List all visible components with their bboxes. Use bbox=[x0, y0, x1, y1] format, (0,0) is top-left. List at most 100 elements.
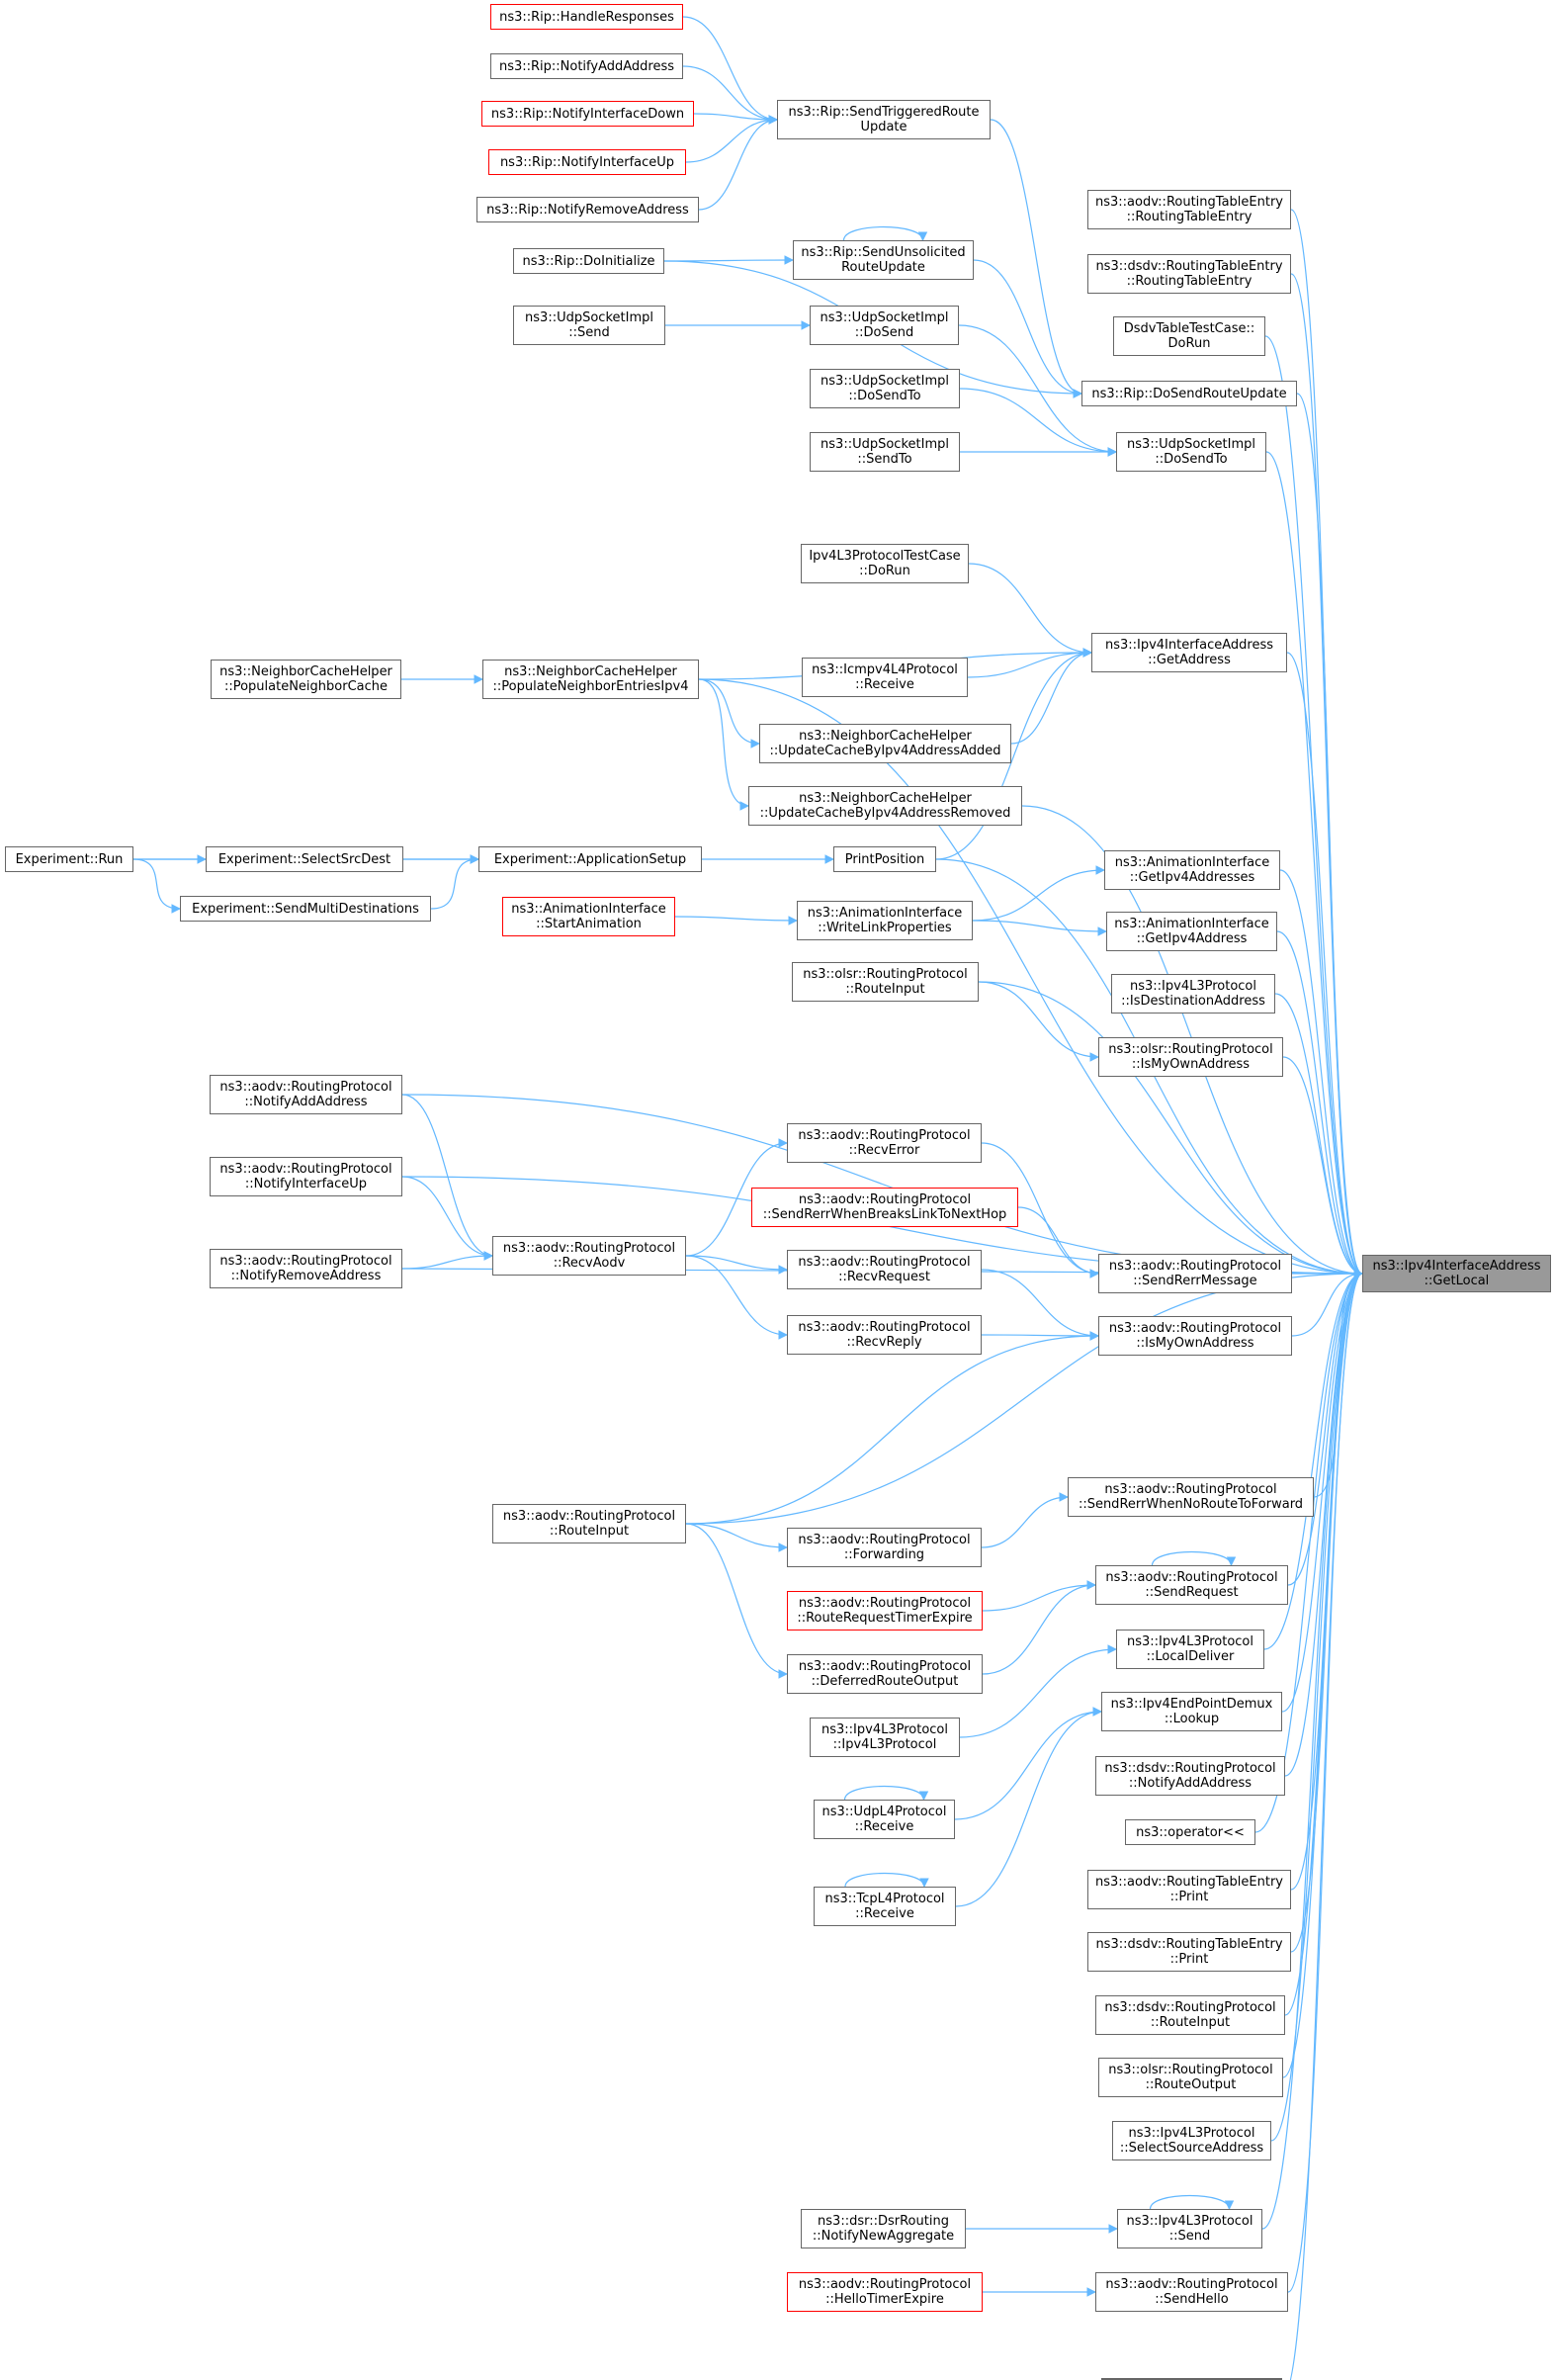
edge-aodvdeferred-to-aodvsendreq bbox=[982, 1580, 1096, 1675]
node-aodvrecvrequest[interactable]: ns3::aodv::RoutingProtocol::RecvRequest bbox=[787, 1250, 982, 1289]
node-oplt[interactable]: ns3::operator<< bbox=[1125, 1819, 1255, 1845]
edge-aodvsendreq-to-target bbox=[1287, 1269, 1363, 1586]
node-notifyifup[interactable]: ns3::Rip::NotifyInterfaceUp bbox=[488, 149, 686, 175]
node-notifyifdown[interactable]: ns3::Rip::NotifyInterfaceDown bbox=[481, 101, 694, 127]
node-notifyaddaddr[interactable]: ns3::Rip::NotifyAddAddress bbox=[490, 53, 683, 79]
node-label-line: ns3::Rip::SendTriggeredRoute bbox=[788, 105, 980, 120]
node-aodvrte[interactable]: ns3::aodv::RoutingTableEntry::RoutingTab… bbox=[1087, 190, 1291, 229]
node-animwrite[interactable]: ns3::AnimationInterface::WriteLinkProper… bbox=[797, 901, 973, 940]
node-ipv4l3ctor[interactable]: ns3::Ipv4L3Protocol::Ipv4L3Protocol bbox=[810, 1718, 960, 1757]
node-udpdosendto1[interactable]: ns3::UdpSocketImpl::DoSendTo bbox=[810, 369, 960, 408]
node-aodvsendhello[interactable]: ns3::aodv::RoutingProtocol::SendHello bbox=[1095, 2272, 1288, 2312]
node-udpdosendto2[interactable]: ns3::UdpSocketImpl::DoSendTo bbox=[1116, 432, 1266, 472]
node-ncadded[interactable]: ns3::NeighborCacheHelper::UpdateCacheByI… bbox=[759, 724, 1011, 763]
node-label-line: ns3::UdpSocketImpl bbox=[525, 310, 653, 325]
edge-dsdvrteprint-to-target bbox=[1290, 1269, 1363, 1953]
node-aodvismyown[interactable]: ns3::aodv::RoutingProtocol::IsMyOwnAddre… bbox=[1098, 1316, 1292, 1356]
node-doinit[interactable]: ns3::Rip::DoInitialize bbox=[513, 248, 664, 274]
node-dsdvtest[interactable]: DsdvTableTestCase::DoRun bbox=[1113, 316, 1265, 356]
node-udprecv[interactable]: ns3::UdpL4Protocol::Receive bbox=[814, 1800, 955, 1839]
node-udpdosend[interactable]: ns3::UdpSocketImpl::DoSend bbox=[810, 306, 959, 345]
node-ncremoved[interactable]: ns3::NeighborCacheHelper::UpdateCacheByI… bbox=[748, 786, 1022, 826]
node-label-line: ::Receive bbox=[855, 1906, 914, 1921]
node-ipv4isdest[interactable]: ns3::Ipv4L3Protocol::IsDestinationAddres… bbox=[1111, 974, 1275, 1014]
edge-olsrrouteout-to-target bbox=[1282, 1269, 1363, 2078]
node-label-line: ns3::Rip::NotifyInterfaceDown bbox=[490, 106, 685, 122]
node-label-line: ::RouteInput bbox=[1150, 2015, 1231, 2030]
node-ipv4send[interactable]: ns3::Ipv4L3Protocol::Send bbox=[1117, 2209, 1262, 2248]
edge-udprecv-to-udprecv bbox=[843, 1786, 929, 1801]
node-aodvsendrerrbreak[interactable]: ns3::aodv::RoutingProtocol::SendRerrWhen… bbox=[751, 1188, 1018, 1227]
node-expselect[interactable]: Experiment::SelectSrcDest bbox=[206, 846, 403, 872]
node-label-line: ns3::Ipv4EndPointDemux bbox=[1110, 1697, 1273, 1712]
node-aodvrreqexpire[interactable]: ns3::aodv::RoutingProtocol::RouteRequest… bbox=[787, 1591, 983, 1631]
node-ipv4localdeliver[interactable]: ns3::Ipv4L3Protocol::LocalDeliver bbox=[1116, 1630, 1264, 1669]
node-aodvrteprint[interactable]: ns3::aodv::RoutingTableEntry::Print bbox=[1087, 1870, 1291, 1909]
node-getaddress[interactable]: ns3::Ipv4InterfaceAddress::GetAddress bbox=[1091, 633, 1287, 672]
edge-udpdosendto2-to-target bbox=[1265, 451, 1363, 1278]
node-handleresp[interactable]: ns3::Rip::HandleResponses bbox=[490, 4, 683, 30]
node-ipv4selectsrc[interactable]: ns3::Ipv4L3Protocol::SelectSourceAddress bbox=[1112, 2121, 1271, 2160]
node-label-line: ::Send bbox=[1168, 2229, 1211, 2244]
edge-getaddress-to-target bbox=[1286, 652, 1363, 1278]
node-animgetaddrs[interactable]: ns3::AnimationInterface::GetIpv4Addresse… bbox=[1104, 850, 1280, 890]
node-olsrrouteout[interactable]: ns3::olsr::RoutingProtocol::RouteOutput bbox=[1098, 2058, 1283, 2097]
node-aodvforwarding[interactable]: ns3::aodv::RoutingProtocol::Forwarding bbox=[787, 1528, 982, 1567]
node-animstart[interactable]: ns3::AnimationInterface::StartAnimation bbox=[502, 897, 675, 936]
node-expmulti[interactable]: Experiment::SendMultiDestinations bbox=[180, 896, 431, 922]
edge-ipv4l3test-to-getaddress bbox=[968, 563, 1092, 658]
edge-ipv4send-to-ipv4send bbox=[1149, 2195, 1235, 2210]
node-aodvhelloexpire[interactable]: ns3::aodv::RoutingProtocol::HelloTimerEx… bbox=[787, 2272, 983, 2312]
node-label-line: ::RecvReply bbox=[846, 1335, 922, 1350]
node-olsrismyown[interactable]: ns3::olsr::RoutingProtocol::IsMyOwnAddre… bbox=[1098, 1037, 1283, 1077]
node-label-line: ::RouteInput bbox=[549, 1524, 630, 1539]
node-aodvroutein[interactable]: ns3::aodv::RoutingProtocol::RouteInput bbox=[492, 1504, 686, 1543]
node-ncpopcache[interactable]: ns3::NeighborCacheHelper::PopulateNeighb… bbox=[211, 660, 401, 699]
node-aodvrecverror[interactable]: ns3::aodv::RoutingProtocol::RecvError bbox=[787, 1123, 982, 1163]
node-tcprecv[interactable]: ns3::TcpL4Protocol::Receive bbox=[814, 1887, 956, 1926]
node-label-line: ns3::aodv::RoutingProtocol bbox=[798, 1192, 972, 1207]
node-aodvsendreq[interactable]: ns3::aodv::RoutingProtocol::SendRequest bbox=[1095, 1565, 1288, 1605]
node-label-line: ns3::AnimationInterface bbox=[1114, 855, 1270, 870]
node-dsdvnotifyadd[interactable]: ns3::dsdv::RoutingProtocol::NotifyAddAdd… bbox=[1095, 1756, 1285, 1796]
node-animgetaddr[interactable]: ns3::AnimationInterface::GetIpv4Address bbox=[1106, 912, 1277, 951]
node-aodvnotifyremove[interactable]: ns3::aodv::RoutingProtocol::NotifyRemove… bbox=[210, 1249, 402, 1288]
node-udpsend[interactable]: ns3::UdpSocketImpl::Send bbox=[513, 306, 665, 345]
node-label-line: ::Lookup bbox=[1164, 1712, 1220, 1726]
node-label-line: ::NotifyNewAggregate bbox=[812, 2229, 955, 2244]
node-label-line: ::Ipv4L3Protocol bbox=[832, 1737, 937, 1752]
node-aodvnotifyup[interactable]: ns3::aodv::RoutingProtocol::NotifyInterf… bbox=[210, 1157, 402, 1196]
edge-aodvnotifyup-to-aodvrecvaodv bbox=[401, 1176, 493, 1261]
node-ipv4l3test[interactable]: Ipv4L3ProtocolTestCase::DoRun bbox=[801, 544, 969, 583]
node-icmprecv[interactable]: ns3::Icmpv4L4Protocol::Receive bbox=[802, 658, 968, 697]
node-notifyremove[interactable]: ns3::Rip::NotifyRemoveAddress bbox=[476, 197, 699, 222]
node-label-line: ::NotifyInterfaceUp bbox=[244, 1177, 368, 1191]
node-aodvnotifyadd[interactable]: ns3::aodv::RoutingProtocol::NotifyAddAdd… bbox=[210, 1075, 402, 1114]
node-label-line: ::Print bbox=[1169, 1952, 1209, 1967]
node-dsdvrteprint[interactable]: ns3::dsdv::RoutingTableEntry::Print bbox=[1087, 1932, 1291, 1972]
node-ncpopentries[interactable]: ns3::NeighborCacheHelper::PopulateNeighb… bbox=[482, 660, 699, 699]
node-aodvrecvreply[interactable]: ns3::aodv::RoutingProtocol::RecvReply bbox=[787, 1315, 982, 1355]
node-dsdvrte[interactable]: ns3::dsdv::RoutingTableEntry::RoutingTab… bbox=[1087, 254, 1291, 294]
node-label-line: ::UpdateCacheByIpv4AddressRemoved bbox=[759, 806, 1011, 821]
node-aodvrecvaodv[interactable]: ns3::aodv::RoutingProtocol::RecvAodv bbox=[492, 1236, 686, 1276]
node-label-line: ::DoSend bbox=[854, 325, 914, 340]
node-exprun[interactable]: Experiment::Run bbox=[5, 846, 133, 872]
node-epdemux[interactable]: ns3::Ipv4EndPointDemux::Lookup bbox=[1101, 1692, 1282, 1731]
node-olsrroutein[interactable]: ns3::olsr::RoutingProtocol::RouteInput bbox=[792, 962, 979, 1002]
edge-handleresp-to-sendtrig bbox=[682, 16, 778, 125]
node-printpos[interactable]: PrintPosition bbox=[833, 846, 936, 872]
node-aodvsendrerrmsg[interactable]: ns3::aodv::RoutingProtocol::SendRerrMess… bbox=[1098, 1254, 1292, 1293]
node-label-line: Ipv4L3ProtocolTestCase bbox=[809, 549, 961, 564]
node-ripdosend[interactable]: ns3::Rip::DoSendRouteUpdate bbox=[1081, 381, 1297, 406]
node-target[interactable]: ns3::Ipv4InterfaceAddress::GetLocal bbox=[1362, 1255, 1551, 1292]
node-aodvsendrerrnoroute[interactable]: ns3::aodv::RoutingProtocol::SendRerrWhen… bbox=[1068, 1477, 1314, 1517]
node-dsdvroutein[interactable]: ns3::dsdv::RoutingProtocol::RouteInput bbox=[1095, 1995, 1285, 2035]
node-aodvdeferred[interactable]: ns3::aodv::RoutingProtocol::DeferredRout… bbox=[787, 1654, 983, 1694]
node-label-line: ns3::Rip::SendUnsolicited bbox=[801, 245, 966, 260]
node-dsrnotify[interactable]: ns3::dsr::DsrRouting::NotifyNewAggregate bbox=[801, 2209, 966, 2248]
node-expappsetup[interactable]: Experiment::ApplicationSetup bbox=[478, 846, 702, 872]
node-udpsendto[interactable]: ns3::UdpSocketImpl::SendTo bbox=[810, 432, 960, 472]
